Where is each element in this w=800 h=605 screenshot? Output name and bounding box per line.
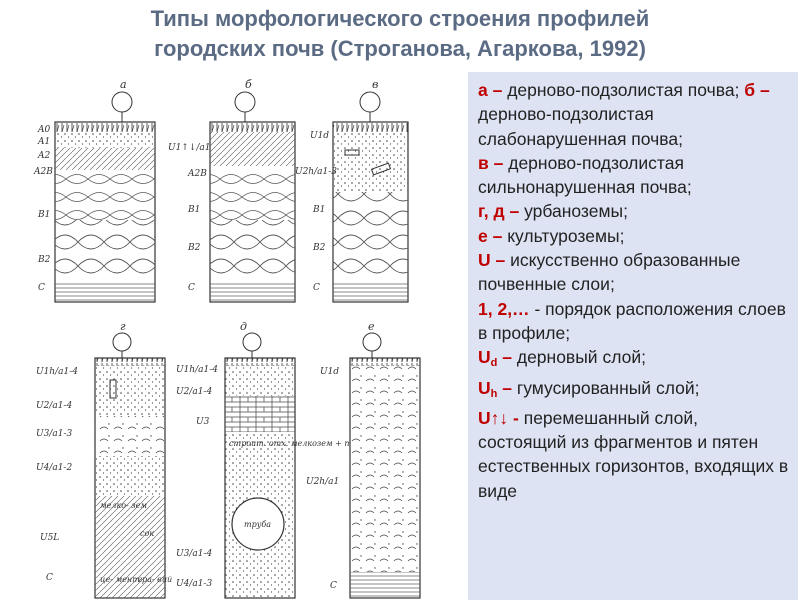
- horizon-label: U1↑↓/a1: [168, 143, 211, 153]
- legend-key: Uh: [478, 377, 498, 400]
- legend-item-u: U – искусственно образованные почвенные …: [478, 248, 790, 297]
- legend-item-gd: г, д – урбаноземы;: [478, 199, 790, 223]
- legend-item-numbers: 1, 2,… - порядок расположения слоев в пр…: [478, 297, 790, 346]
- horizon-label: A0: [37, 125, 50, 135]
- note-stroit: строит. отх. мелкозем + порода: [229, 439, 374, 448]
- horizon-label: U4/a1-3: [176, 579, 212, 589]
- legend-item-e: е – культуроземы;: [478, 224, 790, 248]
- legend-key: б –: [744, 80, 770, 100]
- pipe-icon: [231, 497, 285, 551]
- horizon-label: U1h/a1-4: [176, 365, 218, 375]
- horizon-label: B2: [187, 243, 201, 253]
- note-melkozem: мелко- зем: [100, 501, 147, 510]
- tree-icon: [359, 91, 381, 122]
- legend-text: урбаноземы;: [524, 201, 628, 222]
- note-cement: це- мент: [100, 575, 140, 584]
- horizon-label: U2/a1-4: [176, 387, 212, 397]
- horizon-label: A2B: [33, 167, 53, 177]
- legend-text: перемешанный слой, состоящий из фрагмент…: [478, 407, 789, 501]
- legend-item-a: а – дерново-подзолистая почва; б – дерно…: [478, 78, 790, 151]
- profile-b: б U1↑↓/a1 A2B B1 B2 C: [168, 78, 296, 303]
- legend-text: культуроземы;: [507, 225, 625, 246]
- legend-text: дерново-подзолистая сильнонарушенная поч…: [478, 152, 692, 198]
- legend-item-v: в – дерново-подзолистая сильнонарушенная…: [478, 151, 790, 200]
- horizon-label: U2h/a1: [306, 477, 339, 487]
- title-line-2: городских почв (Строганова, Агаркова, 19…: [154, 36, 646, 61]
- profile-e-label: е: [368, 320, 375, 333]
- profile-a-label: а: [120, 78, 127, 91]
- horizon-label: U1d: [320, 367, 339, 377]
- horizon-label: U3/a1-4: [176, 549, 212, 559]
- legend-text: дерново-подзолистая почва;: [507, 80, 740, 100]
- title-line-1: Типы морфологического строения профилей: [150, 6, 650, 31]
- slide-title: Типы морфологического строения профилей …: [0, 4, 800, 64]
- legend-item-mixed: U↑↓ - перемешанный слой, состоящий из фр…: [478, 406, 790, 503]
- horizon-label: B1: [37, 210, 50, 220]
- legend-text: дерновый слой;: [516, 347, 646, 368]
- note-graviy: гра- вий: [138, 575, 172, 584]
- legend-dash: -: [513, 407, 519, 428]
- horizon-label: U1d: [310, 131, 329, 141]
- horizon-label: U3/a1-3: [36, 429, 72, 439]
- legend-text: гумусированный слой;: [516, 377, 700, 398]
- legend-text: дерново-подзолистая слабонарушенная почв…: [478, 104, 683, 149]
- tree-icon: [234, 91, 256, 122]
- legend-key: Ud: [478, 347, 498, 370]
- legend-key-letter: U: [478, 377, 491, 398]
- legend-item-uh: Uh – гумусированный слой;: [478, 376, 790, 406]
- tree-icon: [112, 332, 132, 358]
- horizon-label: B2: [312, 243, 326, 253]
- horizon-label: A2B: [187, 169, 207, 179]
- horizon-label: B2: [37, 255, 51, 265]
- profile-d-label: д: [240, 320, 247, 333]
- horizon-label: C: [46, 573, 53, 583]
- legend-dash: –: [502, 347, 512, 368]
- legend-key-letter: U: [478, 347, 491, 368]
- horizon-label: B1: [312, 205, 325, 215]
- legend-key: в –: [478, 152, 504, 173]
- tree-icon: [111, 91, 133, 122]
- profile-b-label: б: [245, 78, 252, 91]
- legend-key-subscript: d: [490, 357, 498, 370]
- legend-key: U –: [478, 250, 506, 271]
- legend-key: U↑↓: [478, 407, 509, 428]
- legend-panel: а – дерново-подзолистая почва; б – дерно…: [468, 72, 798, 600]
- legend-key-subscript: h: [490, 387, 498, 400]
- legend-text: - порядок расположения слоев в профиле;: [478, 298, 786, 343]
- tree-icon: [242, 332, 262, 358]
- profile-e: е U1d U2h/a1 C: [306, 320, 421, 599]
- horizon-label: U5L: [40, 533, 59, 543]
- profile-a: а A0 A1 A2 A2B B1 B2 C: [33, 78, 156, 303]
- profile-v-label: в: [372, 78, 378, 91]
- horizon-label: C: [330, 581, 337, 591]
- profile-v: в U1d U2h/a1-3 B1 B2 C: [295, 78, 409, 303]
- legend-key: е –: [478, 225, 503, 246]
- horizon-label: U3: [196, 417, 210, 427]
- profile-d: д строит. отх. мелкозем + порода труба U…: [176, 320, 374, 599]
- horizon-label: A1: [37, 137, 50, 147]
- horizon-label: C: [313, 283, 320, 293]
- horizon-label: C: [38, 283, 45, 293]
- note-truba: труба: [244, 520, 271, 529]
- horizon-label: U2/a1-4: [36, 401, 72, 411]
- legend-key: г, д –: [478, 201, 520, 222]
- horizon-label: A2: [37, 151, 50, 161]
- note-sok: сок: [140, 529, 154, 538]
- profile-g-label: г: [120, 320, 126, 333]
- horizon-label: U1h/a1-4: [36, 367, 78, 377]
- tree-icon: [362, 332, 382, 358]
- soil-profiles-figure: а A0 A1 A2 A2B B1 B2 C б: [0, 62, 460, 600]
- horizon-label: U4/a1-2: [36, 463, 72, 473]
- legend-dash: –: [502, 377, 512, 398]
- horizon-label: C: [188, 283, 195, 293]
- horizon-label: U2h/a1-3: [295, 167, 337, 177]
- soil-profiles-drawing: а A0 A1 A2 A2B B1 B2 C б: [33, 78, 421, 599]
- profile-g: г мелко- зем сок це- мент гра- вий U1h/a…: [36, 320, 172, 599]
- legend-key: 1, 2,…: [478, 298, 530, 319]
- legend-key: а –: [478, 80, 503, 100]
- legend-item-ud: Ud – дерновый слой;: [478, 345, 790, 375]
- legend-text: искусственно образованные почвенные слои…: [478, 250, 741, 295]
- horizon-label: B1: [187, 205, 200, 215]
